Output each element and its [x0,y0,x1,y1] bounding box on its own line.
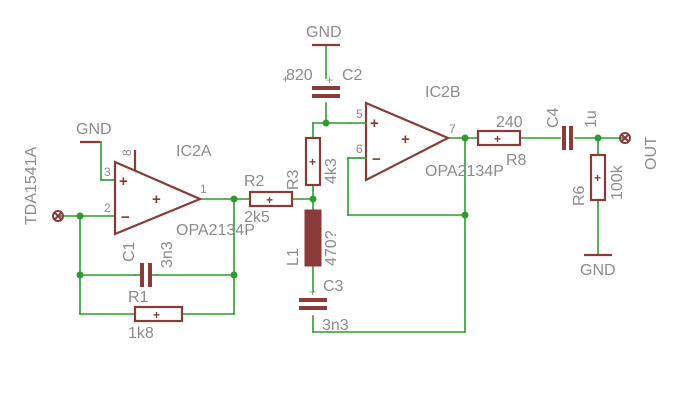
junction-dot [230,195,238,203]
svg-text:+: + [370,115,379,132]
c2-name: C2 [342,67,363,84]
ic2a-pin3: 3 [104,165,111,179]
resistor-r2: + R2 2k5 [244,173,294,226]
c4-name: C4 [545,107,562,128]
gnd-label: GND [76,121,112,138]
r6-value: 100k [609,164,626,200]
svg-text:−: − [121,209,130,226]
inductor-l1: L1 470? [285,209,340,267]
capacitor-c2: + 820 C2 + [282,67,363,98]
junction-dot [230,271,238,279]
c1-value: 3n3 [159,241,176,268]
gnd-symbol-ic2a: GND [76,121,112,144]
capacitor-c1: C1 3n3 [121,241,176,287]
resistor-body-icon [589,153,607,202]
svg-text:+: + [152,191,161,208]
junction-dot [76,212,84,220]
r1-value: 1k8 [128,325,154,342]
junction-dot [309,195,317,203]
resistor-r8: + 240 R8 [476,114,527,169]
capacitor-c3: + C3 3n3 [299,278,349,334]
svg-text:+: + [119,173,128,190]
c4-value: 1u [583,110,600,128]
output-pad-icon [619,132,631,144]
opamp-ic2a: + − + IC2A OPA2134P 1 2 3 8 [104,143,255,239]
opamp-triangle-icon [364,101,451,182]
opamp-ic2b: + − + IC2B OPA2134P 5 6 7 [349,84,504,182]
svg-text:+: + [153,308,160,322]
resistor-body-icon [133,305,184,323]
r2-value: 2k5 [244,209,270,226]
c2-value: 820 [286,67,313,84]
input-label: TDA1541A [23,146,40,225]
ic2b-part: OPA2134P [425,163,504,180]
junctions [76,119,602,279]
resistor-body-icon [476,129,522,147]
resistor-r6: + R6 100k [571,153,626,206]
ic2b-pin7: 7 [449,122,456,136]
l1-name: L1 [285,248,302,266]
opamp-triangle-icon [113,160,203,236]
svg-text:+: + [401,131,410,148]
r3-value: 4k3 [323,158,340,184]
gnd-label: GND [580,262,616,279]
output-label: OUT [643,136,660,170]
ic2a-name: IC2A [176,143,212,160]
ic2a-part: OPA2134P [176,222,255,239]
input-connector: TDA1541A [23,146,64,225]
gnd-symbol-r6: GND [580,253,616,279]
ic2b-pin5: 5 [356,107,363,121]
r2-name: R2 [244,173,265,190]
ic2a-pin1: 1 [200,182,207,196]
output-connector: OUT [619,132,660,170]
ic2b-name: IC2B [425,84,461,101]
gnd-label: GND [306,24,342,41]
inductor-body-icon [304,209,322,267]
resistor-r1: + R1 1k8 [128,289,184,342]
r8-value: 240 [496,114,523,131]
svg-text:+: + [494,132,501,146]
r6-name: R6 [571,185,588,206]
svg-text:−: − [372,151,381,168]
resistor-r3: + R3 4k3 [285,136,340,190]
l1-value: 470? [323,230,340,266]
r3-name: R3 [285,169,302,190]
resistor-body-icon [248,190,294,208]
c1-name: C1 [121,241,138,262]
c2-plus: + [326,73,333,87]
resistor-body-icon [304,136,322,187]
gnd-symbol-c2: GND [306,24,342,47]
junction-dot [461,211,469,219]
c3-name: C3 [323,278,344,295]
junction-dot [461,134,469,142]
ic2a-pin8: 8 [120,149,134,156]
input-pad-icon [52,210,64,222]
svg-text:+: + [309,155,316,169]
capacitor-c4: C4 1u [545,107,600,150]
junction-dot [76,271,84,279]
ic2a-pin2: 2 [104,201,111,215]
junction-dot [322,119,330,127]
r8-name: R8 [506,152,527,169]
junction-dot [594,134,602,142]
ic2b-pin6: 6 [356,142,363,156]
c3-value: 3n3 [322,317,349,334]
svg-text:+: + [266,193,273,207]
svg-text:+: + [594,171,601,185]
r1-name: R1 [128,289,149,306]
svg-text:+: + [282,72,289,86]
svg-text:+: + [309,285,316,299]
